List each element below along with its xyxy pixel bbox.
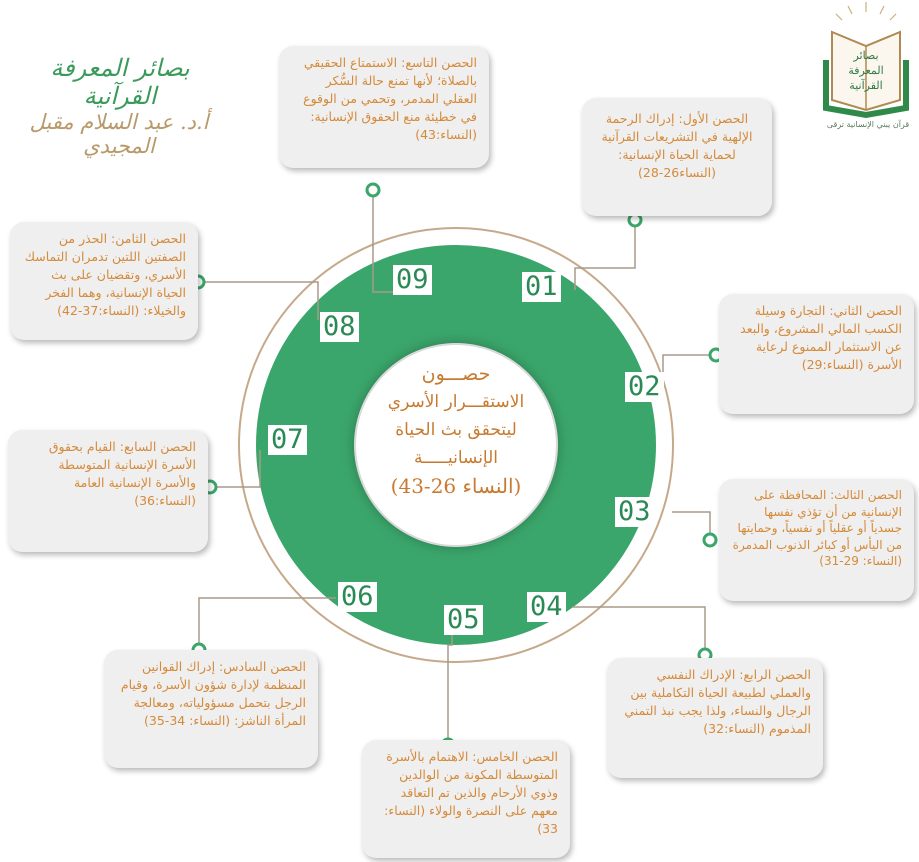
- number-07: 07: [268, 425, 307, 455]
- fortress-box-02: الحصن الثاني: التجارة وسيلة الكسب المالي…: [719, 294, 914, 414]
- number-01: 01: [522, 272, 561, 302]
- fortress-box-06: الحصن السادس: إدراك القوانين المنظمة لإد…: [104, 650, 318, 768]
- fortress-box-05: الحصن الخامس: الاهتمام بالأسرة المتوسطة …: [362, 740, 570, 858]
- logo-tagline: قرآن يبني الإنسانية ترقى: [826, 120, 910, 129]
- number-05: 05: [444, 605, 483, 635]
- center-line-1: حصـــون: [421, 363, 491, 385]
- number-02: 02: [625, 372, 664, 402]
- fortress-box-07: الحصن السابع: القيام بحقوق الأسرة الإنسا…: [8, 430, 208, 552]
- number-08: 08: [320, 312, 359, 342]
- fortress-box-03: الحصن الثالث: المحافظة على الإنسانية من …: [719, 479, 914, 601]
- center-line-4: الإنسانيـــــة: [413, 448, 499, 468]
- connector-04: [572, 606, 706, 655]
- connector-09: [372, 190, 393, 293]
- center-line-3: ليتحقق بث الحياة: [395, 420, 517, 440]
- center-circle: [356, 345, 556, 545]
- site-title: بصائر المعرفة القرآنية: [50, 54, 190, 110]
- fortress-box-01: الحصن الأول: إدراك الرحمة الإلهية في الت…: [582, 98, 772, 216]
- dot-03: [702, 532, 718, 548]
- fortress-box-04: الحصن الرابع: الإدراك النفسي والعملي لطب…: [607, 658, 823, 778]
- logo-text: بصائر المعرفة القرآنية: [848, 49, 884, 92]
- fortress-box-09: الحصن التاسع: الاستمتاع الحقيقي بالصلاة؛…: [279, 46, 489, 168]
- connector-08: [198, 281, 319, 320]
- connector-07: [210, 450, 261, 488]
- number-09: 09: [393, 265, 432, 295]
- connector-06: [198, 597, 336, 650]
- connector-01: [574, 220, 636, 290]
- number-03: 03: [615, 497, 654, 527]
- connector-03: [672, 511, 711, 540]
- logo-graphic: [823, 2, 909, 119]
- number-04: 04: [527, 592, 566, 622]
- connector-02: [662, 354, 716, 385]
- author-name: أ.د. عبد السلام مقبل المجيدي: [29, 110, 209, 158]
- center-title: حصـــون الاستقـــرار الأسري ليتحقق بث ال…: [356, 360, 556, 500]
- dot-09: [365, 182, 381, 198]
- fortress-box-08: الحصن الثامن: الحذر من الصفتين اللتين تد…: [10, 222, 198, 340]
- number-06: 06: [338, 582, 377, 612]
- center-line-5: (النساء 26-43): [390, 474, 522, 498]
- center-line-2: الاستقـــرار الأسري: [387, 392, 525, 412]
- outer-ring: [238, 227, 674, 663]
